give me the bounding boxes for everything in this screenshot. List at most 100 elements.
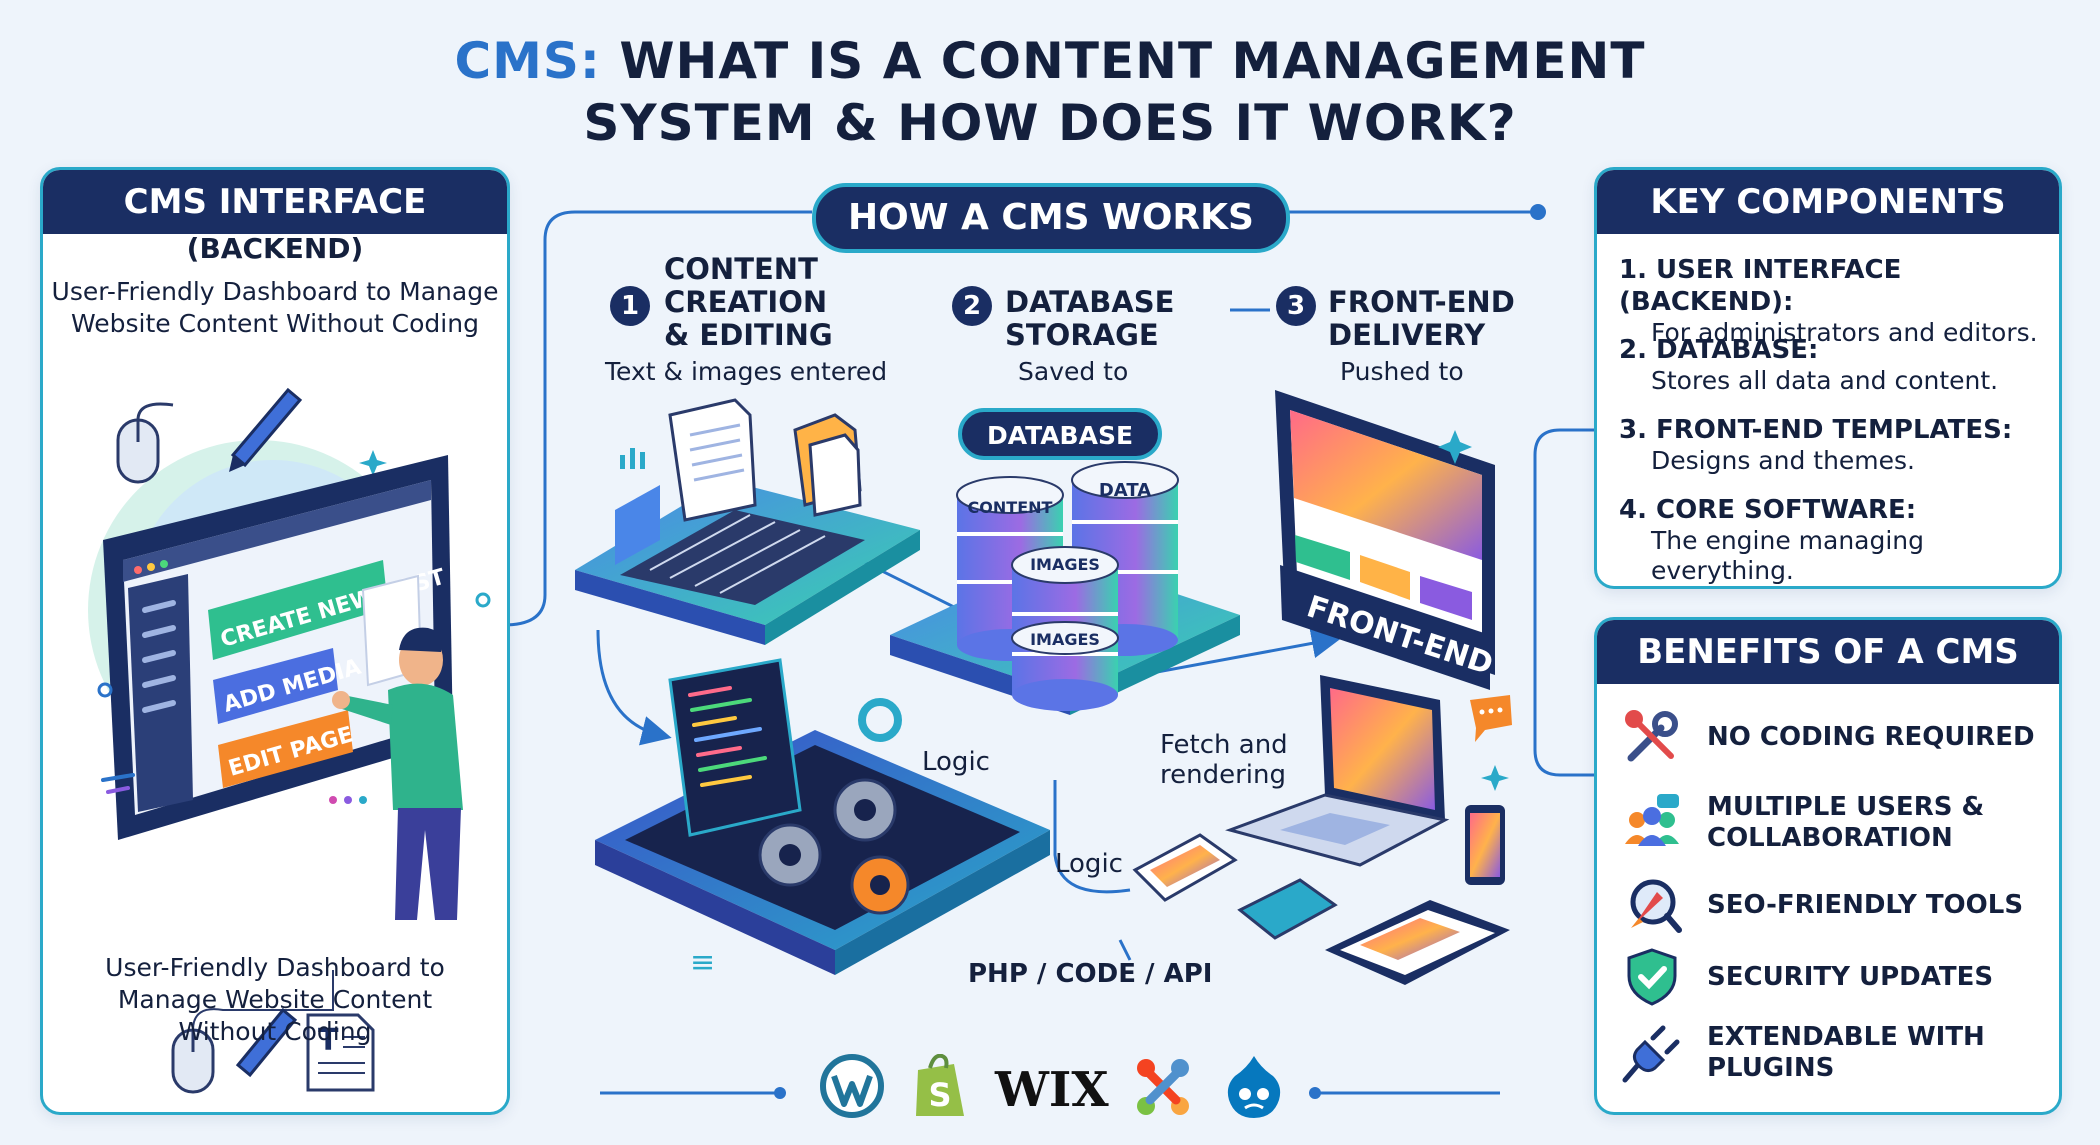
- benefit-seo-tools: SEO-FRIENDLY TOOLS: [1621, 870, 2041, 940]
- logic-label-2: Logic: [1055, 849, 1123, 879]
- cylinder-images-label-1: IMAGES: [1030, 555, 1100, 574]
- joomla-logo-icon: [1137, 1059, 1189, 1115]
- step-1-title-line1: CONTENT: [664, 252, 818, 286]
- mouse-icon: [116, 402, 174, 484]
- benefit-security-label: SECURITY UPDATES: [1707, 961, 1994, 992]
- content-creation-platform: [575, 398, 920, 645]
- cms-flow-illustration: DATABASE CONTENT DATA IMAGES IMAGES ≡: [575, 390, 1512, 985]
- step-1-title-line3: & EDITING: [664, 318, 833, 352]
- desc-bottom-line2: Manage Website Content: [117, 985, 433, 1014]
- pen-icon-bottom: [235, 1007, 298, 1078]
- svg-text:S: S: [928, 1076, 951, 1114]
- title-accent: CMS:: [454, 32, 601, 90]
- key-component-4-title: 4. CORE SOFTWARE:: [1619, 495, 1917, 525]
- benefits-panel: BENEFITS OF A CMS NO CODING REQUIRED MUL…: [1594, 617, 2062, 1115]
- svg-text:T: T: [318, 1023, 339, 1058]
- bottom-tools-illustration: T: [171, 970, 375, 1094]
- step-1-title: CONTENT CREATION & EDITING: [664, 253, 833, 352]
- key-component-3-desc: Designs and themes.: [1651, 446, 1916, 475]
- fetch-label-line1: Fetch and: [1160, 730, 1288, 760]
- users-icon: [1625, 794, 1679, 846]
- key-component-1-title: 1. USER INTERFACE (BACKEND):: [1619, 255, 1902, 317]
- cylinder-data-label: DATA: [1099, 480, 1151, 501]
- cms-interface-desc-top: User-Friendly Dashboard to Manage Websit…: [43, 276, 507, 340]
- cms-platform-logos: S WIX: [810, 1054, 1281, 1130]
- key-component-1-desc: For administrators and editors.: [1651, 318, 2038, 347]
- tools-icon: [1625, 710, 1678, 762]
- desc-bottom-line3: Without Coding: [178, 1017, 372, 1046]
- key-components-header: KEY COMPONENTS: [1597, 170, 2059, 234]
- database-cylinders: CONTENT DATA IMAGES IMAGES: [956, 461, 1179, 711]
- step-1-title-line2: CREATION: [664, 285, 828, 319]
- step-3-title: FRONT-END DELIVERY: [1328, 286, 1515, 352]
- chat-bubble-icon: [1470, 695, 1512, 742]
- pen-icon: [229, 387, 303, 472]
- database-label-pill: [958, 408, 1162, 460]
- key-component-4: 4. CORE SOFTWARE: The engine managing ev…: [1619, 494, 2049, 586]
- database-label: DATABASE: [987, 421, 1133, 450]
- key-component-1: 1. USER INTERFACE (BACKEND): For adminis…: [1619, 254, 2049, 348]
- cms-interface-subheader: (BACKEND): [186, 232, 364, 265]
- step-1-subtitle: Text & images entered: [605, 357, 888, 386]
- benefit-no-coding: NO CODING REQUIRED: [1621, 702, 2041, 772]
- shield-icon: [1627, 948, 1677, 1006]
- sparkle-dots: [97, 592, 491, 804]
- php-code-api-label: PHP / CODE / API: [968, 959, 1213, 989]
- cylinder-content-label: CONTENT: [968, 498, 1053, 517]
- benefit-seo-tools-label: SEO-FRIENDLY TOOLS: [1707, 889, 2024, 920]
- logic-label-1: Logic: [922, 747, 990, 777]
- key-component-2: 2. DATABASE: Stores all data and content…: [1619, 334, 2049, 396]
- wordpress-logo-icon: [820, 1054, 884, 1118]
- plug-icon: [1622, 1025, 1680, 1083]
- fetch-rendering-label: Fetch and rendering: [1160, 730, 1288, 790]
- shopify-logo-icon: S: [916, 1054, 964, 1116]
- benefit-multiple-users-label: MULTIPLE USERS &COLLABORATION: [1707, 792, 1985, 853]
- website-screen: FRONT-END: [1275, 390, 1497, 690]
- core-engine-tablet: [595, 658, 1050, 975]
- cms-interface-desc-bottom: User-Friendly Dashboard to Manage Websit…: [43, 952, 507, 1048]
- step-2-title-line2: STORAGE: [1005, 318, 1159, 352]
- image-card-icon: [1132, 833, 1238, 902]
- cms-interface-header: CMS INTERFACE: [43, 170, 507, 234]
- dashboard-illustration: CREATE NEW POST ADD MEDIA EDIT PAGE: [88, 387, 491, 920]
- step-2-subtitle: Saved to: [1018, 357, 1129, 386]
- title-line1: WHAT IS A CONTENT MANAGEMENT: [600, 32, 1646, 90]
- benefit-no-coding-label: NO CODING REQUIRED: [1707, 721, 2035, 752]
- wix-logo-icon: WIX: [995, 1062, 1109, 1118]
- desc-top-line2: Website Content Without Coding: [71, 309, 479, 338]
- cms-interface-panel: CMS INTERFACE (BACKEND) User-Friendly Da…: [40, 167, 510, 1115]
- key-component-2-title: 2. DATABASE:: [1619, 335, 1819, 365]
- benefit-multiple-users: MULTIPLE USERS &COLLABORATION: [1621, 788, 2041, 858]
- drupal-logo-icon: [1227, 1056, 1281, 1118]
- desc-bottom-line1: User-Friendly Dashboard to: [105, 953, 445, 982]
- text-document-icon: T: [306, 1013, 375, 1092]
- key-component-3: 3. FRONT-END TEMPLATES: Designs and them…: [1619, 414, 2049, 476]
- person-figure: [332, 627, 463, 920]
- laptop-device: [1225, 675, 1450, 867]
- how-cms-works-header: HOW A CMS WORKS: [812, 183, 1290, 253]
- step-3-title-line2: DELIVERY: [1328, 318, 1486, 352]
- key-component-4-desc: The engine managing everything.: [1651, 526, 1925, 585]
- step-2-title: DATABASE STORAGE: [1005, 286, 1174, 352]
- document-card-icon: [1237, 878, 1338, 940]
- key-component-2-desc: Stores all data and content.: [1651, 366, 1999, 395]
- step-3-badge: 3: [1276, 286, 1316, 326]
- mouse-icon-bottom: [171, 970, 334, 1094]
- gear-icon: [758, 778, 910, 915]
- step-2-title-line1: DATABASE: [1005, 285, 1175, 319]
- cylinder-images-label-2: IMAGES: [1030, 630, 1100, 649]
- step-3-subtitle: Pushed to: [1340, 357, 1464, 386]
- key-components-panel: KEY COMPONENTS 1. USER INTERFACE (BACKEN…: [1594, 167, 2062, 589]
- step-1-badge: 1: [610, 286, 650, 326]
- small-gear-icon: [858, 698, 902, 742]
- key-component-3-title: 3. FRONT-END TEMPLATES:: [1619, 415, 2013, 445]
- code-bars-icon: ≡: [690, 945, 715, 980]
- step-2-badge: 2: [952, 286, 992, 326]
- fetch-label-line2: rendering: [1160, 760, 1286, 790]
- benefits-header: BENEFITS OF A CMS: [1597, 620, 2059, 684]
- benefit-security: SECURITY UPDATES: [1621, 942, 2041, 1012]
- title-line2: SYSTEM & HOW DOES IT WORK?: [583, 94, 1517, 152]
